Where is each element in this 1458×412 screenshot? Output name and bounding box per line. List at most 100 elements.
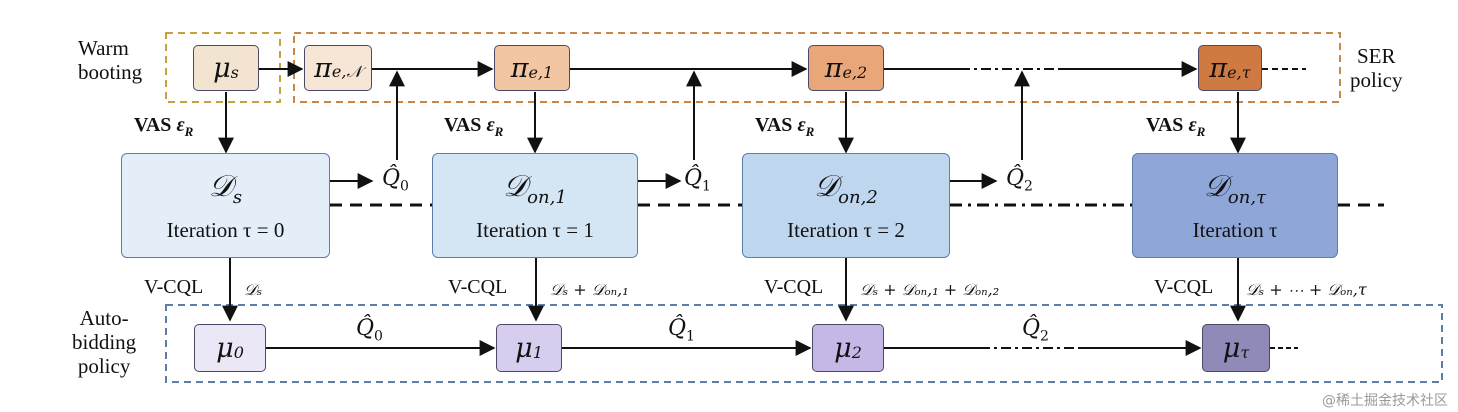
vas-sub-2: R: [805, 124, 815, 139]
auto-bidding-line-2: bidding: [72, 330, 137, 354]
bottom-q-hat-1-sub: 1: [686, 328, 695, 345]
vas-symbol-0: ε: [176, 114, 185, 136]
q-hat-2-base: Q̂: [1006, 166, 1025, 191]
mu-s-sub: s: [230, 62, 239, 82]
iteration-box-0: 𝒟s Iteration τ = 0: [121, 153, 330, 258]
iteration-dataset-2-sub: on,2: [838, 186, 878, 208]
mu-t-sub: τ: [1240, 342, 1250, 362]
vcql-label-1: V-CQL: [448, 276, 508, 298]
mu-0-sub: 0: [233, 342, 244, 362]
dataset-sum-2: 𝒟ₛ + 𝒟ₒₙ,₁ + 𝒟ₒₙ,₂: [860, 280, 1000, 299]
bottom-q-hat-0-base: Q̂: [356, 316, 375, 341]
iteration-box-1: 𝒟on,1 Iteration τ = 1: [432, 153, 638, 258]
mu-2-base: μ: [834, 332, 852, 364]
vas-sub-1: R: [494, 124, 504, 139]
iteration-box-3: 𝒟on,τ Iteration τ: [1132, 153, 1338, 258]
bottom-q-hat-1-base: Q̂: [668, 316, 687, 341]
iteration-dataset-1: 𝒟on,1: [503, 169, 567, 208]
warm-booting-label: Warm booting: [78, 36, 142, 84]
pi-e1-base: π: [510, 52, 529, 84]
iteration-label-0: Iteration τ = 0: [166, 217, 285, 242]
vas-label-3: VAS εR: [1146, 114, 1205, 140]
ser-policy-line-1: SER: [1356, 44, 1396, 68]
iteration-label-1: Iteration τ = 1: [476, 217, 594, 242]
q-hat-0: Q̂0: [382, 166, 409, 194]
iteration-dataset-3: 𝒟on,τ: [1204, 169, 1266, 208]
iteration-dataset-1-base: 𝒟: [503, 168, 528, 204]
q-hat-2-sub: 2: [1024, 178, 1033, 195]
vas-text-2: VAS: [755, 114, 793, 136]
mu-1-base: μ: [515, 332, 533, 364]
iteration-label-3: Iteration τ: [1192, 217, 1278, 242]
iteration-dataset-3-sub: on,τ: [1227, 186, 1267, 208]
pi-e1-sub: e,1: [528, 62, 554, 82]
dataset-sum-3: 𝒟ₛ + ⋯ + 𝒟ₒₙ,τ: [1246, 280, 1367, 299]
bottom-q-hat-0: Q̂0: [356, 316, 383, 344]
q-hat-1: Q̂1: [684, 166, 711, 194]
vas-label-1: VAS εR: [444, 114, 503, 140]
vas-sub-3: R: [1196, 124, 1206, 139]
pi-e-n-base: π: [314, 52, 332, 84]
watermark: @稀土掘金技术社区: [1322, 393, 1448, 409]
iteration-dataset-2-base: 𝒟: [814, 168, 839, 204]
bottom-q-hat-0-sub: 0: [374, 328, 383, 345]
auto-bidding-line-3: policy: [77, 354, 131, 378]
mu-1-sub: 1: [532, 342, 543, 362]
q-hat-0-sub: 0: [400, 178, 409, 195]
vcql-label-0: V-CQL: [144, 276, 204, 298]
vcql-label-3: V-CQL: [1154, 276, 1214, 298]
pi-e2-sub: e,2: [842, 62, 868, 82]
pi-et-base: π: [1209, 52, 1228, 84]
auto-bidding-group: [165, 304, 1443, 383]
bottom-q-hat-2-sub: 2: [1040, 328, 1049, 345]
iteration-dataset-0: 𝒟s: [209, 169, 242, 208]
mu-0-base: μ: [216, 332, 234, 364]
ser-policy-line-2: policy: [1350, 68, 1403, 92]
vas-text-0: VAS: [134, 114, 172, 136]
vas-symbol-3: ε: [1188, 114, 1197, 136]
ser-policy-group: [293, 32, 1341, 103]
warm-booting-group: [165, 32, 281, 103]
iteration-box-2: 𝒟on,2 Iteration τ = 2: [742, 153, 950, 258]
pi-e2-base: π: [824, 52, 843, 84]
warm-booting-line-2: booting: [78, 60, 143, 84]
bottom-q-hat-1: Q̂1: [668, 316, 695, 344]
ser-policy-label: SER policy: [1350, 44, 1403, 92]
auto-bidding-label: Auto- bidding policy: [72, 306, 136, 378]
iteration-dataset-0-sub: s: [232, 186, 243, 208]
iteration-dataset-0-base: 𝒟: [208, 168, 233, 204]
iteration-dataset-1-sub: on,1: [527, 186, 567, 208]
bottom-q-hat-2-base: Q̂: [1022, 316, 1041, 341]
warm-booting-line-1: Warm: [78, 36, 129, 60]
q-hat-1-base: Q̂: [684, 166, 703, 191]
vas-text-1: VAS: [444, 114, 482, 136]
vas-symbol-2: ε: [797, 114, 806, 136]
pi-et-sub: e,τ: [1227, 62, 1251, 82]
auto-bidding-line-1: Auto-: [79, 306, 129, 330]
dataset-sum-0: 𝒟ₛ: [244, 280, 263, 299]
vas-text-3: VAS: [1146, 114, 1184, 136]
q-hat-0-base: Q̂: [382, 166, 401, 191]
q-hat-1-sub: 1: [702, 178, 711, 195]
mu-2-sub: 2: [851, 342, 862, 362]
q-hat-2: Q̂2: [1006, 166, 1033, 194]
iteration-dataset-2: 𝒟on,2: [814, 169, 878, 208]
mu-t-base: μ: [1222, 332, 1241, 364]
vcql-label-2: V-CQL: [764, 276, 824, 298]
mu-s-base: μ: [213, 52, 231, 84]
vas-label-2: VAS εR: [755, 114, 814, 140]
vas-sub-0: R: [184, 124, 194, 139]
vas-label-0: VAS εR: [134, 114, 193, 140]
iteration-label-2: Iteration τ = 2: [787, 217, 905, 242]
dataset-sum-1: 𝒟ₛ + 𝒟ₒₙ,₁: [550, 280, 629, 299]
bottom-q-hat-2: Q̂2: [1022, 316, 1049, 344]
